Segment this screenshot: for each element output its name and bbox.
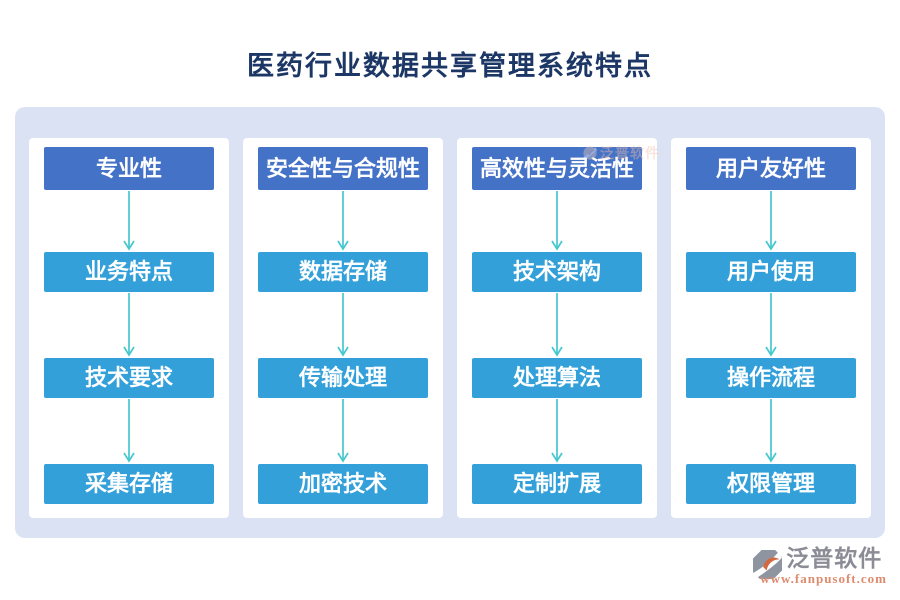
feature-item: 权限管理	[686, 464, 856, 504]
brand-url: www.fanpusoft.com	[760, 571, 887, 587]
arrow-down-icon	[765, 191, 777, 251]
feature-item: 采集存储	[44, 464, 214, 504]
arrow-down-icon	[337, 191, 349, 251]
arrow-down-icon	[551, 293, 563, 357]
brand-logo: 泛普软件 www.fanpusoft.com	[753, 545, 887, 587]
feature-item: 技术架构	[472, 252, 642, 292]
column-header: 高效性与灵活性	[472, 147, 642, 190]
column-header: 用户友好性	[686, 147, 856, 190]
feature-column-efficiency-flexibility: 高效性与灵活性 技术架构 处理算法 定制扩展	[457, 138, 657, 518]
arrow-down-icon	[337, 293, 349, 357]
arrow-down-icon	[765, 293, 777, 357]
column-header: 专业性	[44, 147, 214, 190]
page-title: 医药行业数据共享管理系统特点	[247, 51, 653, 81]
feature-column-user-friendliness: 用户友好性 用户使用 操作流程 权限管理	[671, 138, 871, 518]
arrow-down-icon	[123, 293, 135, 357]
arrow-down-icon	[551, 399, 563, 463]
column-header: 安全性与合规性	[258, 147, 428, 190]
arrow-down-icon	[551, 191, 563, 251]
arrow-down-icon	[765, 399, 777, 463]
fanpu-logo-icon	[753, 550, 783, 579]
feature-item: 传输处理	[258, 358, 428, 398]
arrow-down-icon	[337, 399, 349, 463]
arrow-down-icon	[123, 399, 135, 463]
feature-column-professionalism: 专业性 业务特点 技术要求 采集存储	[29, 138, 229, 518]
feature-item: 加密技术	[258, 464, 428, 504]
feature-item: 技术要求	[44, 358, 214, 398]
feature-item: 数据存储	[258, 252, 428, 292]
feature-item: 操作流程	[686, 358, 856, 398]
feature-item: 定制扩展	[472, 464, 642, 504]
brand-name: 泛普软件	[786, 545, 883, 571]
feature-board: 专业性 业务特点 技术要求 采集存储 安全性与合规性 数据存储 传输处理 加密技…	[15, 107, 885, 538]
feature-item: 处理算法	[472, 358, 642, 398]
feature-item: 业务特点	[44, 252, 214, 292]
feature-column-security-compliance: 安全性与合规性 数据存储 传输处理 加密技术	[243, 138, 443, 518]
arrow-down-icon	[123, 191, 135, 251]
feature-item: 用户使用	[686, 252, 856, 292]
